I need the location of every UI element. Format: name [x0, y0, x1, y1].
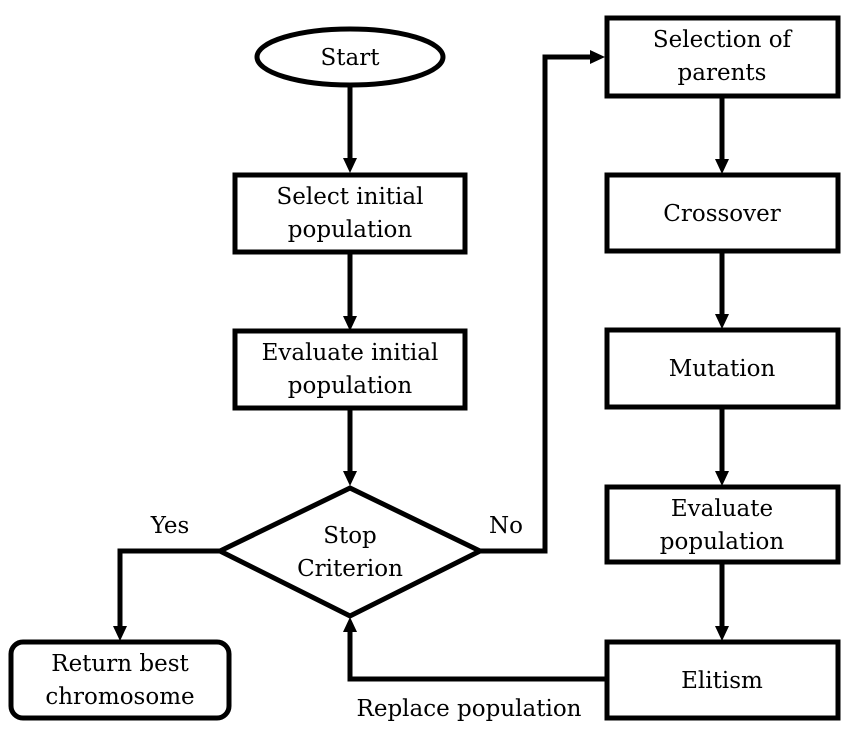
edge-label-no: No	[489, 513, 523, 539]
node-select-initial-population: Select initial population	[232, 172, 468, 255]
node-label-line: Return best	[51, 651, 189, 677]
process-box	[232, 172, 468, 255]
arrowhead	[715, 626, 729, 641]
process-box	[232, 328, 468, 411]
process-box	[604, 639, 841, 721]
node-label-line: Select initial	[277, 184, 424, 210]
arrowhead	[343, 471, 357, 486]
arrowhead	[715, 471, 729, 486]
node-evaluate-population: Evaluate population	[604, 484, 841, 565]
node-selection-of-parents: Selection of parents	[604, 15, 841, 99]
node-label-line: Evaluate initial	[262, 340, 439, 366]
edge-label-yes: Yes	[150, 513, 190, 539]
process-box	[604, 327, 841, 410]
node-label: Mutation	[669, 356, 776, 382]
node-label-line: chromosome	[45, 684, 194, 710]
node-evaluate-initial-population: Evaluate initial population	[232, 328, 468, 411]
process-box	[604, 172, 841, 254]
node-label: Crossover	[663, 201, 781, 227]
arrowhead	[715, 159, 729, 174]
node-label: Start	[321, 45, 381, 71]
arrowhead	[113, 626, 127, 641]
node-elitism: Elitism	[604, 639, 841, 721]
edge-stop-no-to-selection	[480, 54, 592, 554]
edge-stop-yes-to-return	[117, 548, 220, 628]
node-mutation: Mutation	[604, 327, 841, 410]
node-label-line: Selection of	[653, 27, 793, 53]
arrowhead	[715, 314, 729, 329]
edges	[113, 50, 729, 682]
arrowhead	[343, 617, 357, 632]
node-crossover: Crossover	[604, 172, 841, 254]
node-label-line: Stop	[323, 523, 377, 549]
arrowhead	[343, 316, 357, 331]
node-label-line: population	[288, 217, 413, 243]
process-box	[604, 484, 841, 565]
node-label-line: parents	[678, 60, 767, 86]
arrowhead	[343, 158, 357, 173]
decision-diamond	[214, 485, 486, 619]
process-box	[604, 15, 841, 99]
node-label-line: Criterion	[297, 556, 403, 582]
start-terminal-shape	[254, 26, 446, 88]
arrowhead	[590, 50, 605, 64]
node-stop-criterion: Stop Criterion	[214, 485, 486, 619]
node-start: Start	[254, 26, 446, 88]
node-label-line: population	[660, 529, 785, 555]
edge-label-replace-population: Replace population	[357, 696, 582, 722]
node-label: Elitism	[681, 668, 763, 694]
node-label-line: population	[288, 373, 413, 399]
terminal-box	[8, 639, 232, 721]
node-return-best-chromosome: Return best chromosome	[8, 639, 232, 721]
node-label-line: Evaluate	[671, 496, 773, 522]
edge-elitism-to-stop	[347, 630, 605, 682]
